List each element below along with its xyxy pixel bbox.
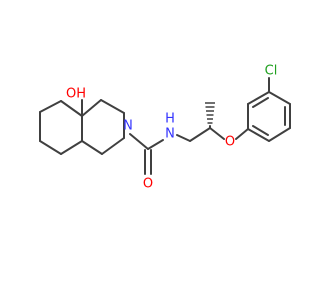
ether-bond-right: [235, 128, 249, 140]
hydroxyl-label: OH: [66, 87, 86, 102]
chiral-carbon-bond: [189, 127, 211, 142]
molecule-structure: OH N N H O O Cl: [39, 64, 291, 192]
molecule-canvas: OH N N H O O Cl: [39, 63, 291, 192]
cyclohexane-ring: [39, 100, 83, 155]
ether-oxygen-label: O: [225, 135, 235, 150]
benzene-ring: [247, 91, 291, 142]
amide-nitrogen-label: N: [165, 127, 175, 142]
amide-bond: [129, 133, 149, 150]
piperidine-ring: [81, 99, 125, 155]
methyl-hashed-wedge: [205, 102, 215, 129]
chlorine-label: Cl: [265, 64, 278, 79]
carbonyl-amide-n-bond: [147, 139, 164, 150]
ring-nitrogen-label: N: [123, 119, 133, 134]
ch2-bond: [176, 134, 191, 142]
amide-hydrogen-label: H: [165, 112, 175, 127]
carbonyl-oxygen-label: O: [143, 177, 153, 192]
ether-bond-left: [209, 127, 225, 140]
